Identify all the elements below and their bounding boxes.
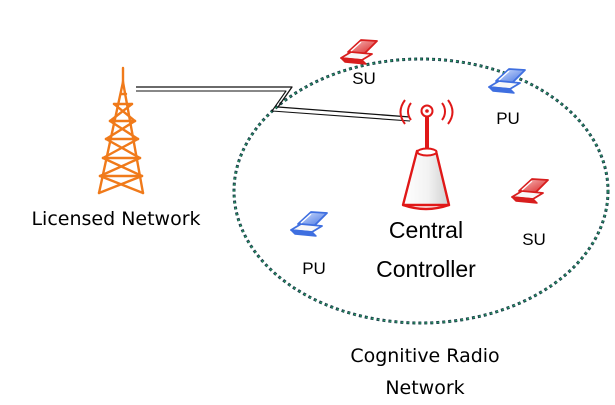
pu-top-right-laptop-icon <box>488 68 526 94</box>
cognitive-radio-network-label-line-1: Cognitive Radio <box>350 345 499 367</box>
su-top-label: SU <box>352 69 376 88</box>
licensed-network-label: Licensed Network <box>31 208 200 230</box>
pu-left-label: PU <box>302 259 326 278</box>
su-top-laptop-icon <box>340 39 378 65</box>
central-controller-label-line-2: Controller <box>376 256 476 282</box>
su-bottom-right-label: SU <box>522 230 546 249</box>
network-boundary-inner <box>233 58 609 324</box>
su-bottom-right-laptop-icon <box>511 178 549 204</box>
pu-left-laptop-icon <box>290 211 328 237</box>
radio-tower-icon <box>97 66 145 195</box>
wireless-link <box>136 86 411 122</box>
antenna-controller-icon <box>399 99 454 211</box>
cognitive-radio-network-label-line-2: Network <box>385 377 464 399</box>
pu-top-right-label: PU <box>496 109 520 128</box>
central-controller-label-line-1: Central <box>389 217 463 243</box>
